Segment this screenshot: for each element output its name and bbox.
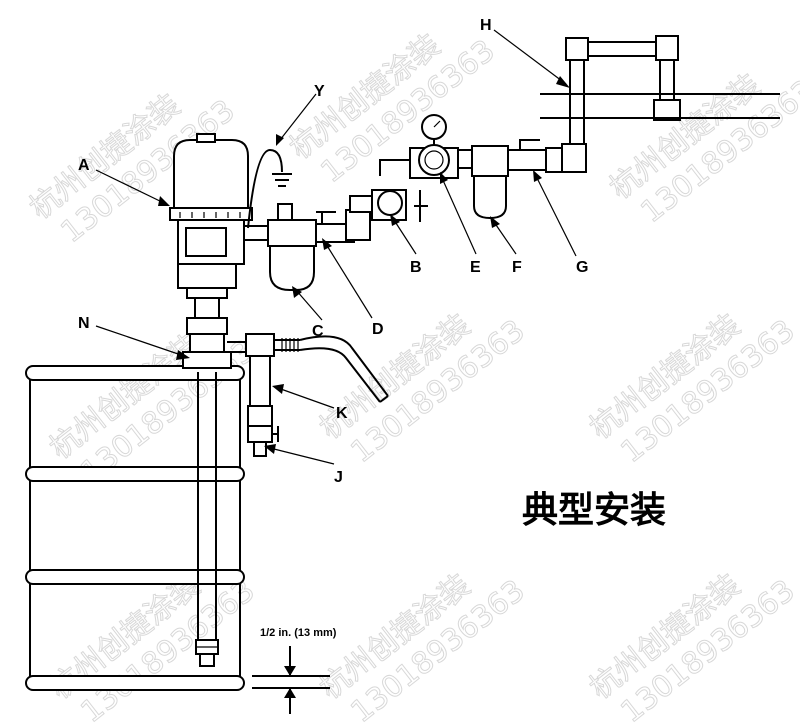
callout-y: Y [314, 83, 325, 100]
ground-wire [247, 148, 292, 229]
callout-g: G [576, 259, 588, 276]
callout-e: E [470, 259, 481, 276]
fluid-outlet [227, 333, 389, 457]
bung-adapter [182, 333, 232, 369]
diagram-title: 典型安装 [522, 490, 666, 531]
dimension-marker: 1/2 in. (13 mm) [252, 627, 337, 714]
callout-labels: A Y H C D B E F G N K J [78, 17, 588, 486]
watermark-group: 杭州创捷涂装 13018936363 杭州创捷涂装 13018936363 杭州… [23, 27, 800, 724]
callout-b: B [410, 259, 422, 276]
pump [169, 133, 253, 335]
suction-tube [195, 372, 219, 667]
callout-f: F [512, 259, 522, 276]
callout-k: K [336, 405, 348, 422]
dimension-label: 1/2 in. (13 mm) [260, 627, 337, 639]
drum [25, 365, 245, 691]
callout-c: C [312, 323, 324, 340]
callout-d: D [372, 321, 384, 338]
air-line [244, 35, 780, 291]
callout-h: H [480, 17, 492, 34]
callout-a: A [78, 157, 90, 174]
leader-lines [95, 29, 577, 465]
callout-n: N [78, 315, 90, 332]
callout-j: J [334, 469, 343, 486]
